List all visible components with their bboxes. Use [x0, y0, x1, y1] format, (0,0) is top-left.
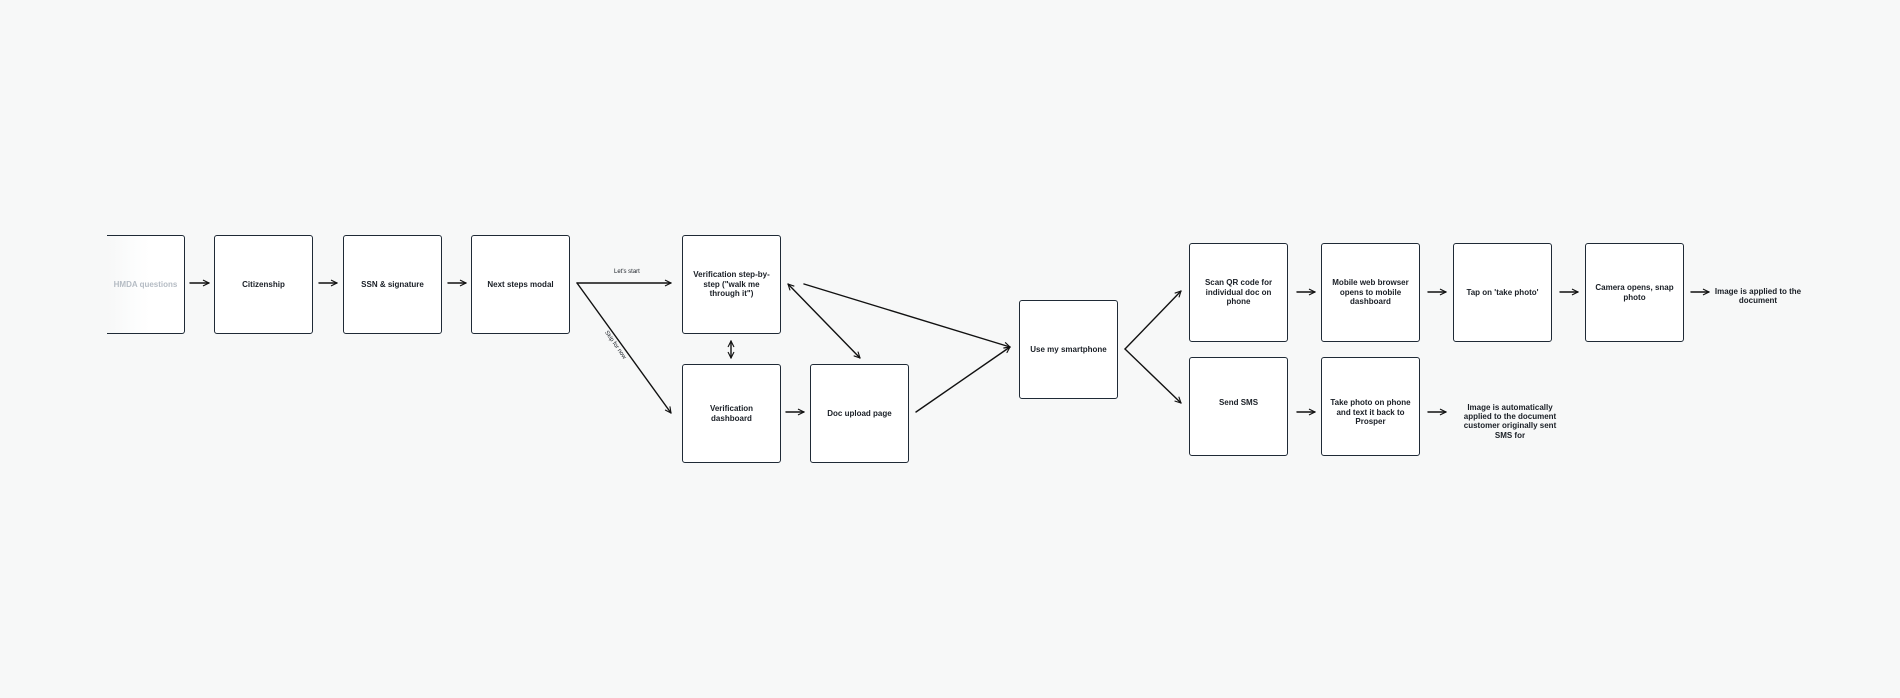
node-verification-step-by-step: Verification step-by-step ("walk me thro…	[682, 235, 781, 334]
arrow-next-steps-to-dashboard	[576, 282, 672, 414]
edge-label-lets-start: Let's start	[614, 269, 640, 275]
node-doc-upload-page: Doc upload page	[810, 364, 909, 463]
node-take-photo-text-back: Take photo on phone and text it back to …	[1321, 357, 1420, 456]
outcome-image-auto-applied: Image is automatically applied to the do…	[1463, 403, 1557, 440]
node-mobile-web-browser: Mobile web browser opens to mobile dashb…	[1321, 243, 1420, 342]
node-next-steps-modal-label: Next steps modal	[487, 279, 554, 289]
node-camera-opens-label: Camera opens, snap photo	[1595, 282, 1674, 302]
node-tap-take-photo: Tap on 'take photo'	[1453, 243, 1552, 342]
node-next-steps-modal: Next steps modal	[471, 235, 570, 334]
node-send-sms-label: Send SMS	[1218, 398, 1259, 407]
node-hmda-questions-label: HMDA questions	[113, 279, 178, 289]
node-send-sms: Send SMS	[1189, 357, 1288, 456]
node-citizenship-label: Citizenship	[242, 279, 285, 289]
node-verification-dashboard: Verification dashboard	[682, 364, 781, 463]
node-hmda-questions: HMDA questions	[107, 235, 185, 334]
node-ssn-signature: SSN & signature	[343, 235, 442, 334]
node-take-photo-text-back-label: Take photo on phone and text it back to …	[1330, 398, 1411, 427]
node-use-my-smartphone-label: Use my smartphone	[1030, 344, 1107, 354]
node-scan-qr-code-label: Scan QR code for individual doc on phone	[1204, 278, 1273, 307]
arrow-step-by-step-to-smartphone	[803, 283, 1011, 349]
arrow-smartphone-to-scan-qr	[1124, 290, 1182, 350]
arrow-step-by-step-doc-upload	[787, 283, 861, 359]
node-camera-opens: Camera opens, snap photo	[1585, 243, 1684, 342]
node-mobile-web-browser-label: Mobile web browser opens to mobile dashb…	[1332, 278, 1409, 307]
node-doc-upload-page-label: Doc upload page	[827, 408, 892, 418]
node-verification-dashboard-label: Verification dashboard	[709, 403, 754, 423]
arrow-doc-upload-to-smartphone	[915, 346, 1011, 413]
node-verification-step-by-step-label: Verification step-by-step ("walk me thro…	[693, 270, 770, 299]
outcome-image-applied: Image is applied to the document	[1714, 287, 1802, 306]
node-ssn-signature-label: SSN & signature	[361, 279, 424, 289]
node-use-my-smartphone: Use my smartphone	[1019, 300, 1118, 399]
node-citizenship: Citizenship	[214, 235, 313, 334]
node-scan-qr-code: Scan QR code for individual doc on phone	[1189, 243, 1288, 342]
arrow-smartphone-to-send-sms	[1124, 348, 1182, 404]
node-tap-take-photo-label: Tap on 'take photo'	[1466, 287, 1539, 297]
